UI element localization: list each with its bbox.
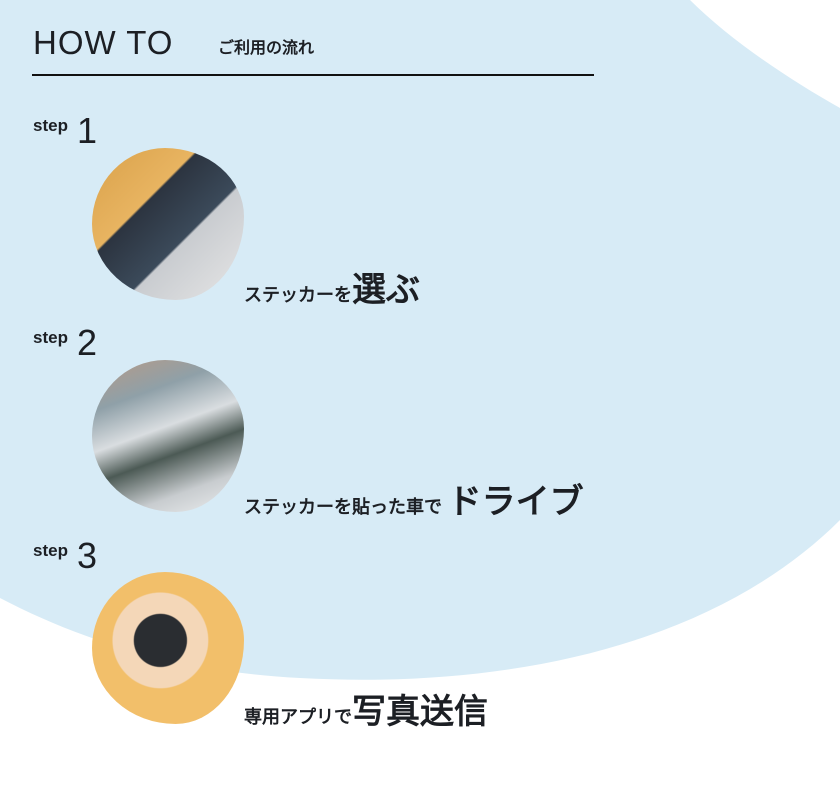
caption-small: ステッカーを貼った車で xyxy=(244,497,442,518)
step-caption-3: 専用アプリで写真送信 xyxy=(244,684,488,733)
smartphone-photo xyxy=(92,572,244,724)
caption-big: ドライブ xyxy=(447,482,584,522)
step-number: 2 xyxy=(77,322,98,363)
step-number: 3 xyxy=(77,535,98,576)
page-title: HOW TO xyxy=(33,24,174,61)
caption-small: 専用アプリで xyxy=(244,707,352,728)
step-word: step xyxy=(33,541,68,560)
caption-big: 写真送信 xyxy=(352,692,488,732)
car-photo xyxy=(92,360,244,512)
step-caption-2: ステッカーを貼った車で ドライブ xyxy=(244,474,584,523)
page-subtitle: ご利用の流れ xyxy=(218,38,315,57)
step-number: 1 xyxy=(77,110,98,151)
step-word: step xyxy=(33,116,68,135)
caption-small: ステッカーを xyxy=(244,285,352,306)
divider xyxy=(32,74,594,76)
caption-big: 選ぶ xyxy=(352,270,420,310)
laptop-photo xyxy=(92,148,244,300)
step-word: step xyxy=(33,328,68,347)
step-caption-1: ステッカーを選ぶ xyxy=(244,262,420,311)
